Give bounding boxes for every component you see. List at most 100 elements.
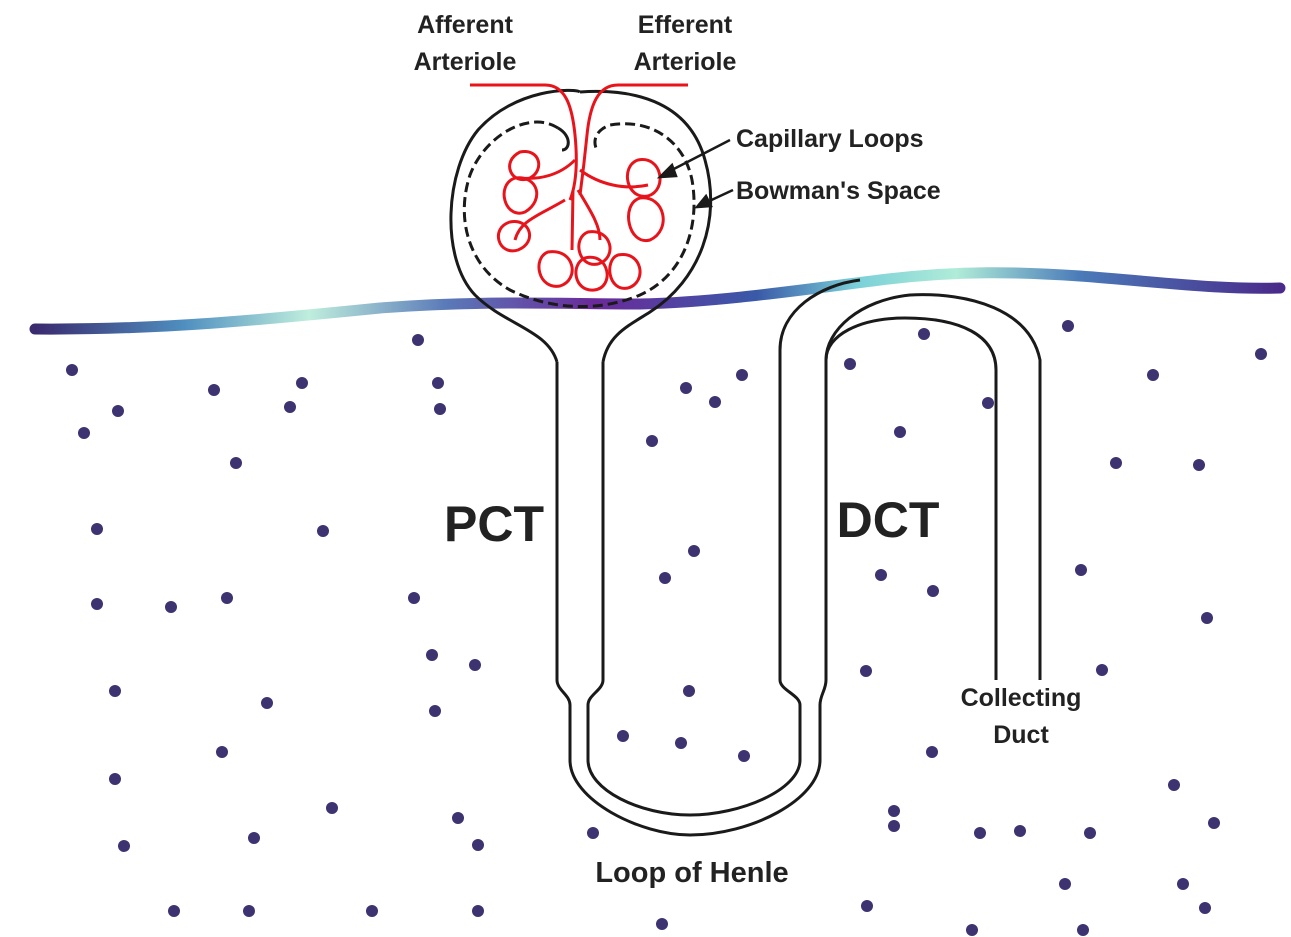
interstitial-dot [1096,664,1108,676]
interstitial-dot [284,401,296,413]
interstitial-dot [926,746,938,758]
interstitial-dot [646,435,658,447]
interstitial-dot [326,802,338,814]
interstitial-dot [472,905,484,917]
interstitial-dot [168,905,180,917]
interstitial-dot [469,659,481,671]
interstitial-dot [1075,564,1087,576]
interstitial-dot [91,598,103,610]
interstitial-dot [1059,878,1071,890]
capillary-loop-7 [610,254,640,288]
interstitial-dot [894,426,906,438]
interstitial-dot [472,839,484,851]
interstitial-dot [452,812,464,824]
efferent-label-line1: Efferent [638,11,733,39]
capillary-loop-2 [504,178,537,213]
capillary-loops-arrowhead [660,165,676,177]
dct-label: DCT [837,492,940,548]
interstitial-dot [429,705,441,717]
interstitial-dot [587,827,599,839]
pointer-arrows [660,140,733,207]
interstitial-dot [709,396,721,408]
interstitial-dot [78,427,90,439]
interstitial-dot [1199,902,1211,914]
bowmans-capsule-outer [451,90,711,362]
cortex-boundary [35,273,1280,329]
interstitial-dot [243,905,255,917]
interstitial-dot [317,525,329,537]
efferent-label-line2: Arteriole [634,48,737,76]
interstitial-dot [974,827,986,839]
loop-of-henle-label: Loop of Henle [595,857,788,889]
interstitial-dot [1201,612,1213,624]
bowmans-space-arrowhead [697,196,711,207]
interstitial-dot [860,665,872,677]
pct-label: PCT [444,496,544,552]
interstitial-dot [216,746,228,758]
capillary-loop-6 [576,257,607,290]
interstitial-dot [408,592,420,604]
interstitial-dot [366,905,378,917]
interstitial-dot [1208,817,1220,829]
interstitial-dot [112,405,124,417]
collecting-duct-label-line1: Collecting [961,684,1082,712]
interstitial-dot [617,730,629,742]
interstitial-dot [1255,348,1267,360]
afferent-arteriole-vessel [470,85,576,200]
afferent-label-line2: Arteriole [414,48,517,76]
interstitial-dot [91,523,103,535]
interstitial-dot [426,649,438,661]
interstitial-dot [296,377,308,389]
interstitial-dot [230,457,242,469]
interstitial-dot [927,585,939,597]
interstitial-dot [659,572,671,584]
interstitial-dot [918,328,930,340]
capillary-loop-4 [539,252,572,287]
interstitial-dot [861,900,873,912]
interstitial-dot [738,750,750,762]
capillary-loops-label: Capillary Loops [736,125,924,153]
interstitial-dot [1168,779,1180,791]
interstitial-dot [118,840,130,852]
bowmans-capsule-inner [464,122,694,306]
interstitial-dot [656,918,668,930]
interstitial-dot [208,384,220,396]
capsule-inner-hook-left [558,128,568,150]
interstitial-dot [434,403,446,415]
interstitial-dot [736,369,748,381]
interstitial-dot [109,685,121,697]
interstitial-dot [1014,825,1026,837]
dct-inner-top [826,318,905,360]
interstitial-dot [1110,457,1122,469]
capillary-loop-8 [627,160,660,197]
interstitial-dot [982,397,994,409]
glomerulus [470,85,688,290]
interstitial-dot [888,820,900,832]
interstitial-dot [261,697,273,709]
interstitial-dot [680,382,692,394]
interstitial-dot [1147,369,1159,381]
interstitial-dot [66,364,78,376]
interstitial-dot [221,592,233,604]
interstitial-dot [1177,878,1189,890]
interstitial-dot [109,773,121,785]
interstitial-dot [844,358,856,370]
capillary-loop-1 [510,152,539,180]
interstitial-dot [675,737,687,749]
interstitial-dot [1077,924,1089,936]
interstitial-dot [1084,827,1096,839]
interstitial-dot [1193,459,1205,471]
interstitial-dot [888,805,900,817]
interstitial-dot [412,334,424,346]
bowmans-space-label: Bowman's Space [736,177,941,205]
interstitial-dot [165,601,177,613]
interstitial-dots [66,320,1267,936]
capillary-loop-3 [498,222,529,251]
capillary-loop-9 [629,198,664,241]
afferent-label-line1: Afferent [417,11,514,39]
interstitial-dot [1062,320,1074,332]
collecting-duct-label-line2: Duct [993,721,1049,749]
interstitial-dot [875,569,887,581]
interstitial-dot [432,377,444,389]
